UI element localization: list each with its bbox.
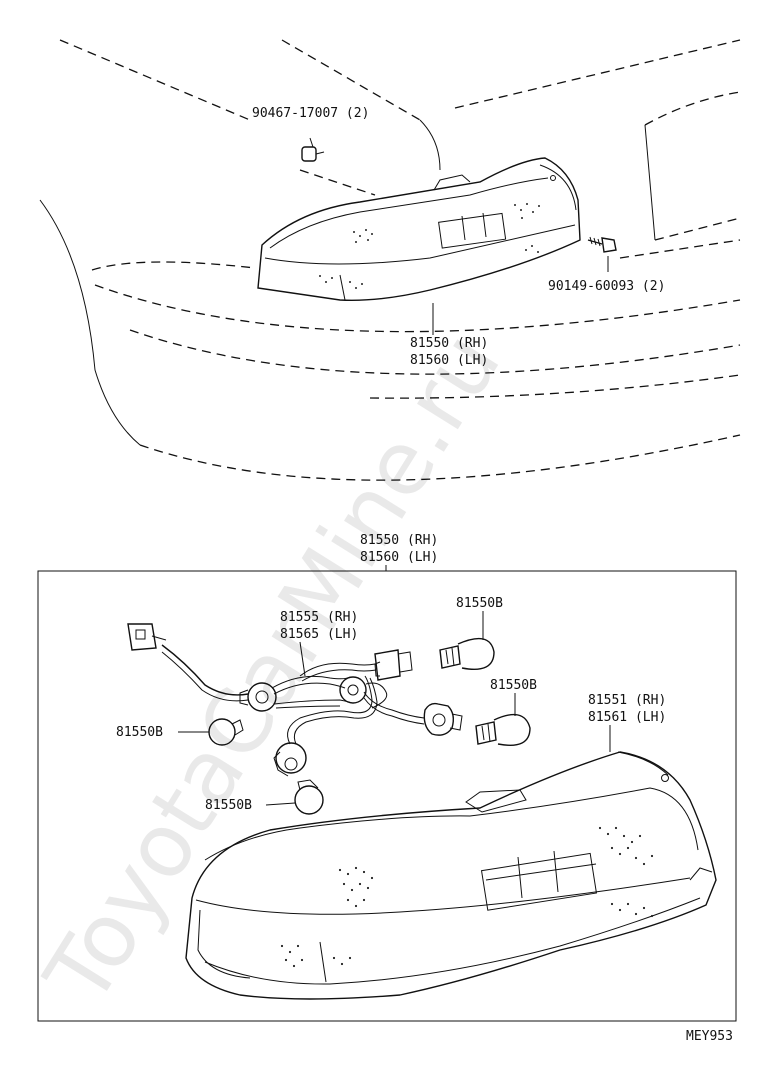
screw-part-label: 90467-17007 (2) [252, 106, 369, 121]
socket-label-lh: 81565 (LH) [280, 627, 358, 642]
screw-clip-90467[interactable] [301, 137, 325, 162]
detail-frame [37, 570, 737, 1022]
bolt-90149[interactable] [587, 236, 617, 272]
diagram-code: MEY953 [686, 1029, 733, 1044]
bulb-label-1: 81550B [456, 596, 503, 611]
lamp-reflector-dots [319, 203, 540, 289]
bolt-part-label: 90149-60093 (2) [548, 279, 665, 294]
rear-lamp-lens-body[interactable] [185, 751, 717, 1000]
bulb-middle-right[interactable] [475, 713, 531, 746]
assembly-label-rh: 81550 (RH) [360, 533, 438, 548]
bulb-upper-right[interactable] [439, 637, 495, 670]
lens-reflector-dots [280, 826, 654, 968]
upper-lamp-label-lh: 81560 (LH) [410, 353, 488, 368]
socket-leader [299, 641, 306, 677]
bulb-label-2: 81550B [490, 678, 537, 693]
socket-and-wire-assembly[interactable] [127, 623, 463, 777]
bulb-label-4: 81550B [205, 798, 252, 813]
watermark: ToyotaCarMine.ru [25, 315, 520, 1022]
car-body-outline [39, 39, 741, 481]
lens-label-lh: 81561 (LH) [588, 710, 666, 725]
lens-label-rh: 81551 (RH) [588, 693, 666, 708]
bulb-leader-4 [265, 802, 296, 806]
assembly-label-lh: 81560 (LH) [360, 550, 438, 565]
bulb-label-3: 81550B [116, 725, 163, 740]
rear-combination-lamp-installed[interactable] [257, 157, 581, 301]
bulb-bottom[interactable] [294, 779, 324, 815]
socket-label-rh: 81555 (RH) [280, 610, 358, 625]
upper-lamp-label-rh: 81550 (RH) [410, 336, 488, 351]
